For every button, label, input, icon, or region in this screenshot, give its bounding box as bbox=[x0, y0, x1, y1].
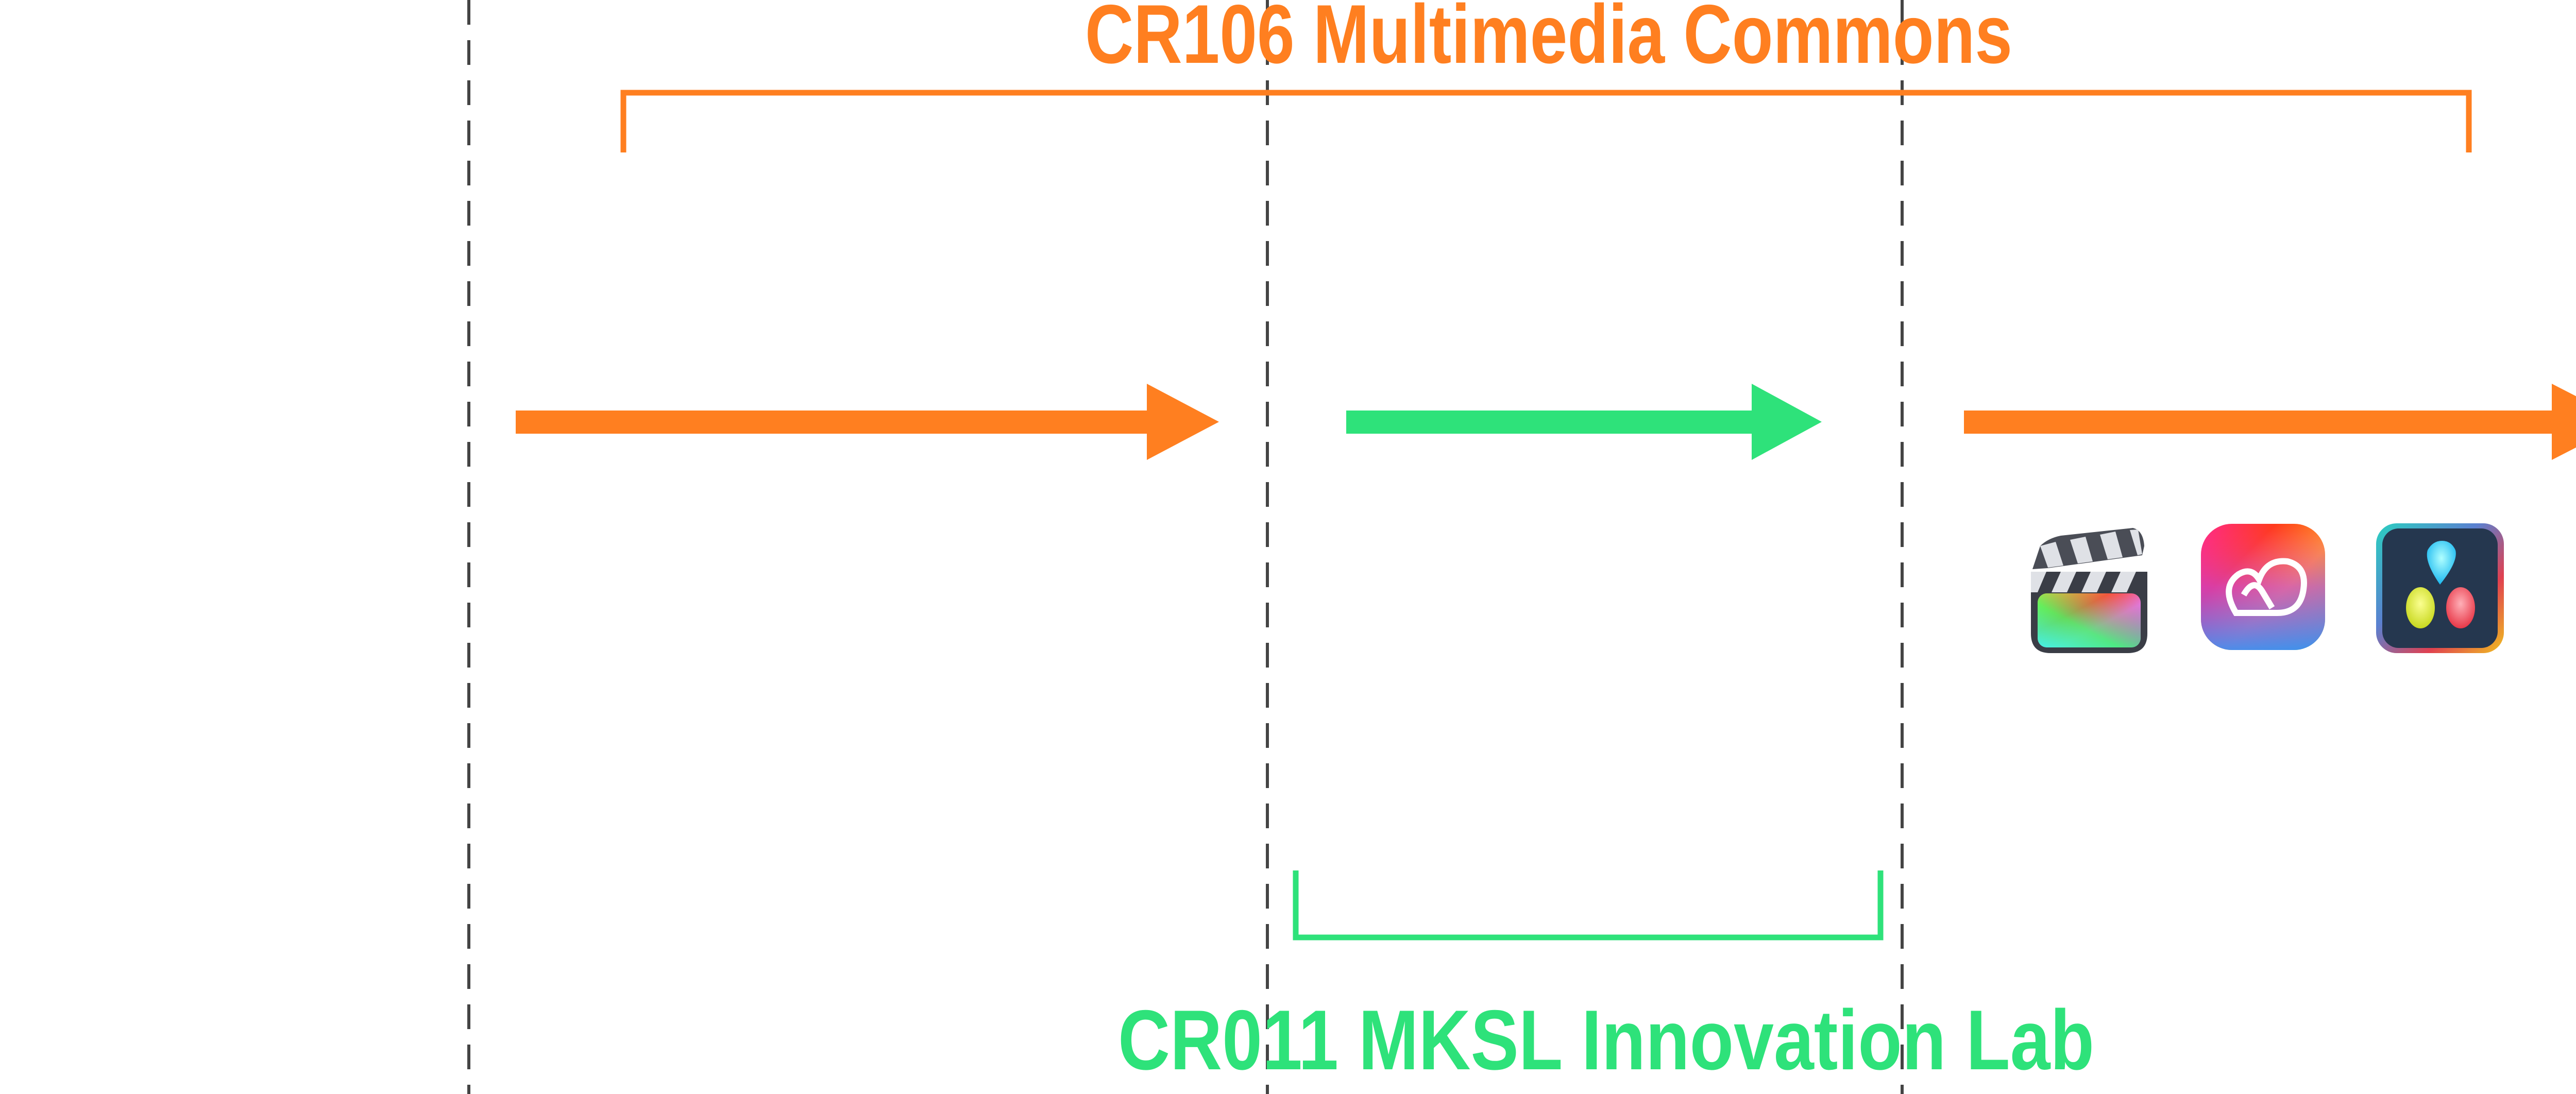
orange-bracket bbox=[620, 90, 2472, 152]
final-cut-pro-icon bbox=[2031, 528, 2147, 653]
arrow-2 bbox=[1346, 384, 1822, 460]
bottom-label: CR011 MKSL Innovation Lab bbox=[1118, 993, 2094, 1087]
adobe-creative-cloud-icon bbox=[2201, 524, 2325, 650]
arrow-1 bbox=[516, 384, 1219, 460]
arrow-3 bbox=[1964, 384, 2576, 460]
green-bracket bbox=[1293, 870, 1884, 941]
davinci-resolve-icon bbox=[2376, 523, 2504, 653]
section-dividers bbox=[467, 0, 1904, 1094]
top-label: CR106 Multimedia Commons bbox=[1085, 0, 2012, 81]
